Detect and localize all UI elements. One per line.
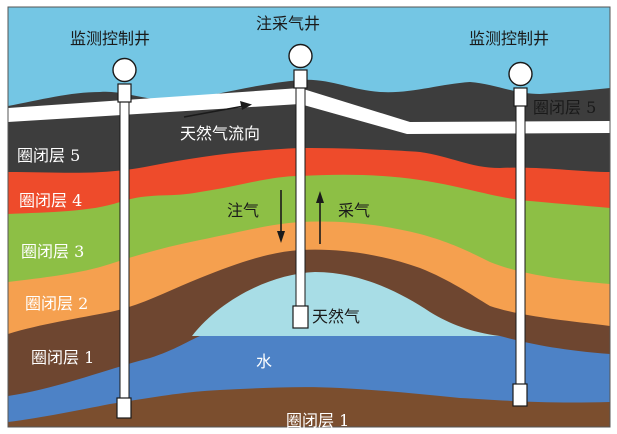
cap-rock-5-right-label: 圈闭层 5 — [533, 98, 597, 117]
cap-rock-1-left-label: 圈闭层 1 — [31, 348, 95, 367]
cap-rock-2-label: 圈闭层 2 — [25, 294, 89, 313]
production-label: 采气 — [338, 201, 371, 220]
frame-border — [7, 6, 611, 428]
gas-flow-band — [8, 88, 610, 134]
gas-flow-label: 天然气流向 — [180, 124, 261, 143]
injection-arrow — [277, 190, 285, 243]
cap-rock-1-bottom-label: 圈闭层 1 — [286, 411, 350, 430]
water-label: 水 — [256, 352, 273, 371]
injection-label: 注气 — [227, 201, 260, 220]
cap-rock-5-left-label: 圈闭层 5 — [17, 146, 81, 165]
right-well-title: 监测控制井 — [469, 29, 550, 48]
left-well-title: 监测控制井 — [70, 29, 151, 48]
production-arrow — [316, 191, 324, 244]
natural-gas-zone — [192, 272, 500, 336]
right-monitoring-well — [508, 61, 533, 407]
gas-flow-arrow — [183, 101, 252, 118]
cap-rock-4-label: 圈闭层 4 — [19, 191, 83, 210]
center-injection-well — [288, 43, 313, 329]
cap-rock-3-label: 圈闭层 3 — [21, 242, 85, 261]
center-well-title: 注采气井 — [256, 14, 321, 33]
natural-gas-label: 天然气 — [312, 307, 361, 326]
left-monitoring-well — [112, 57, 137, 419]
bottom-cap-rock — [8, 387, 610, 427]
